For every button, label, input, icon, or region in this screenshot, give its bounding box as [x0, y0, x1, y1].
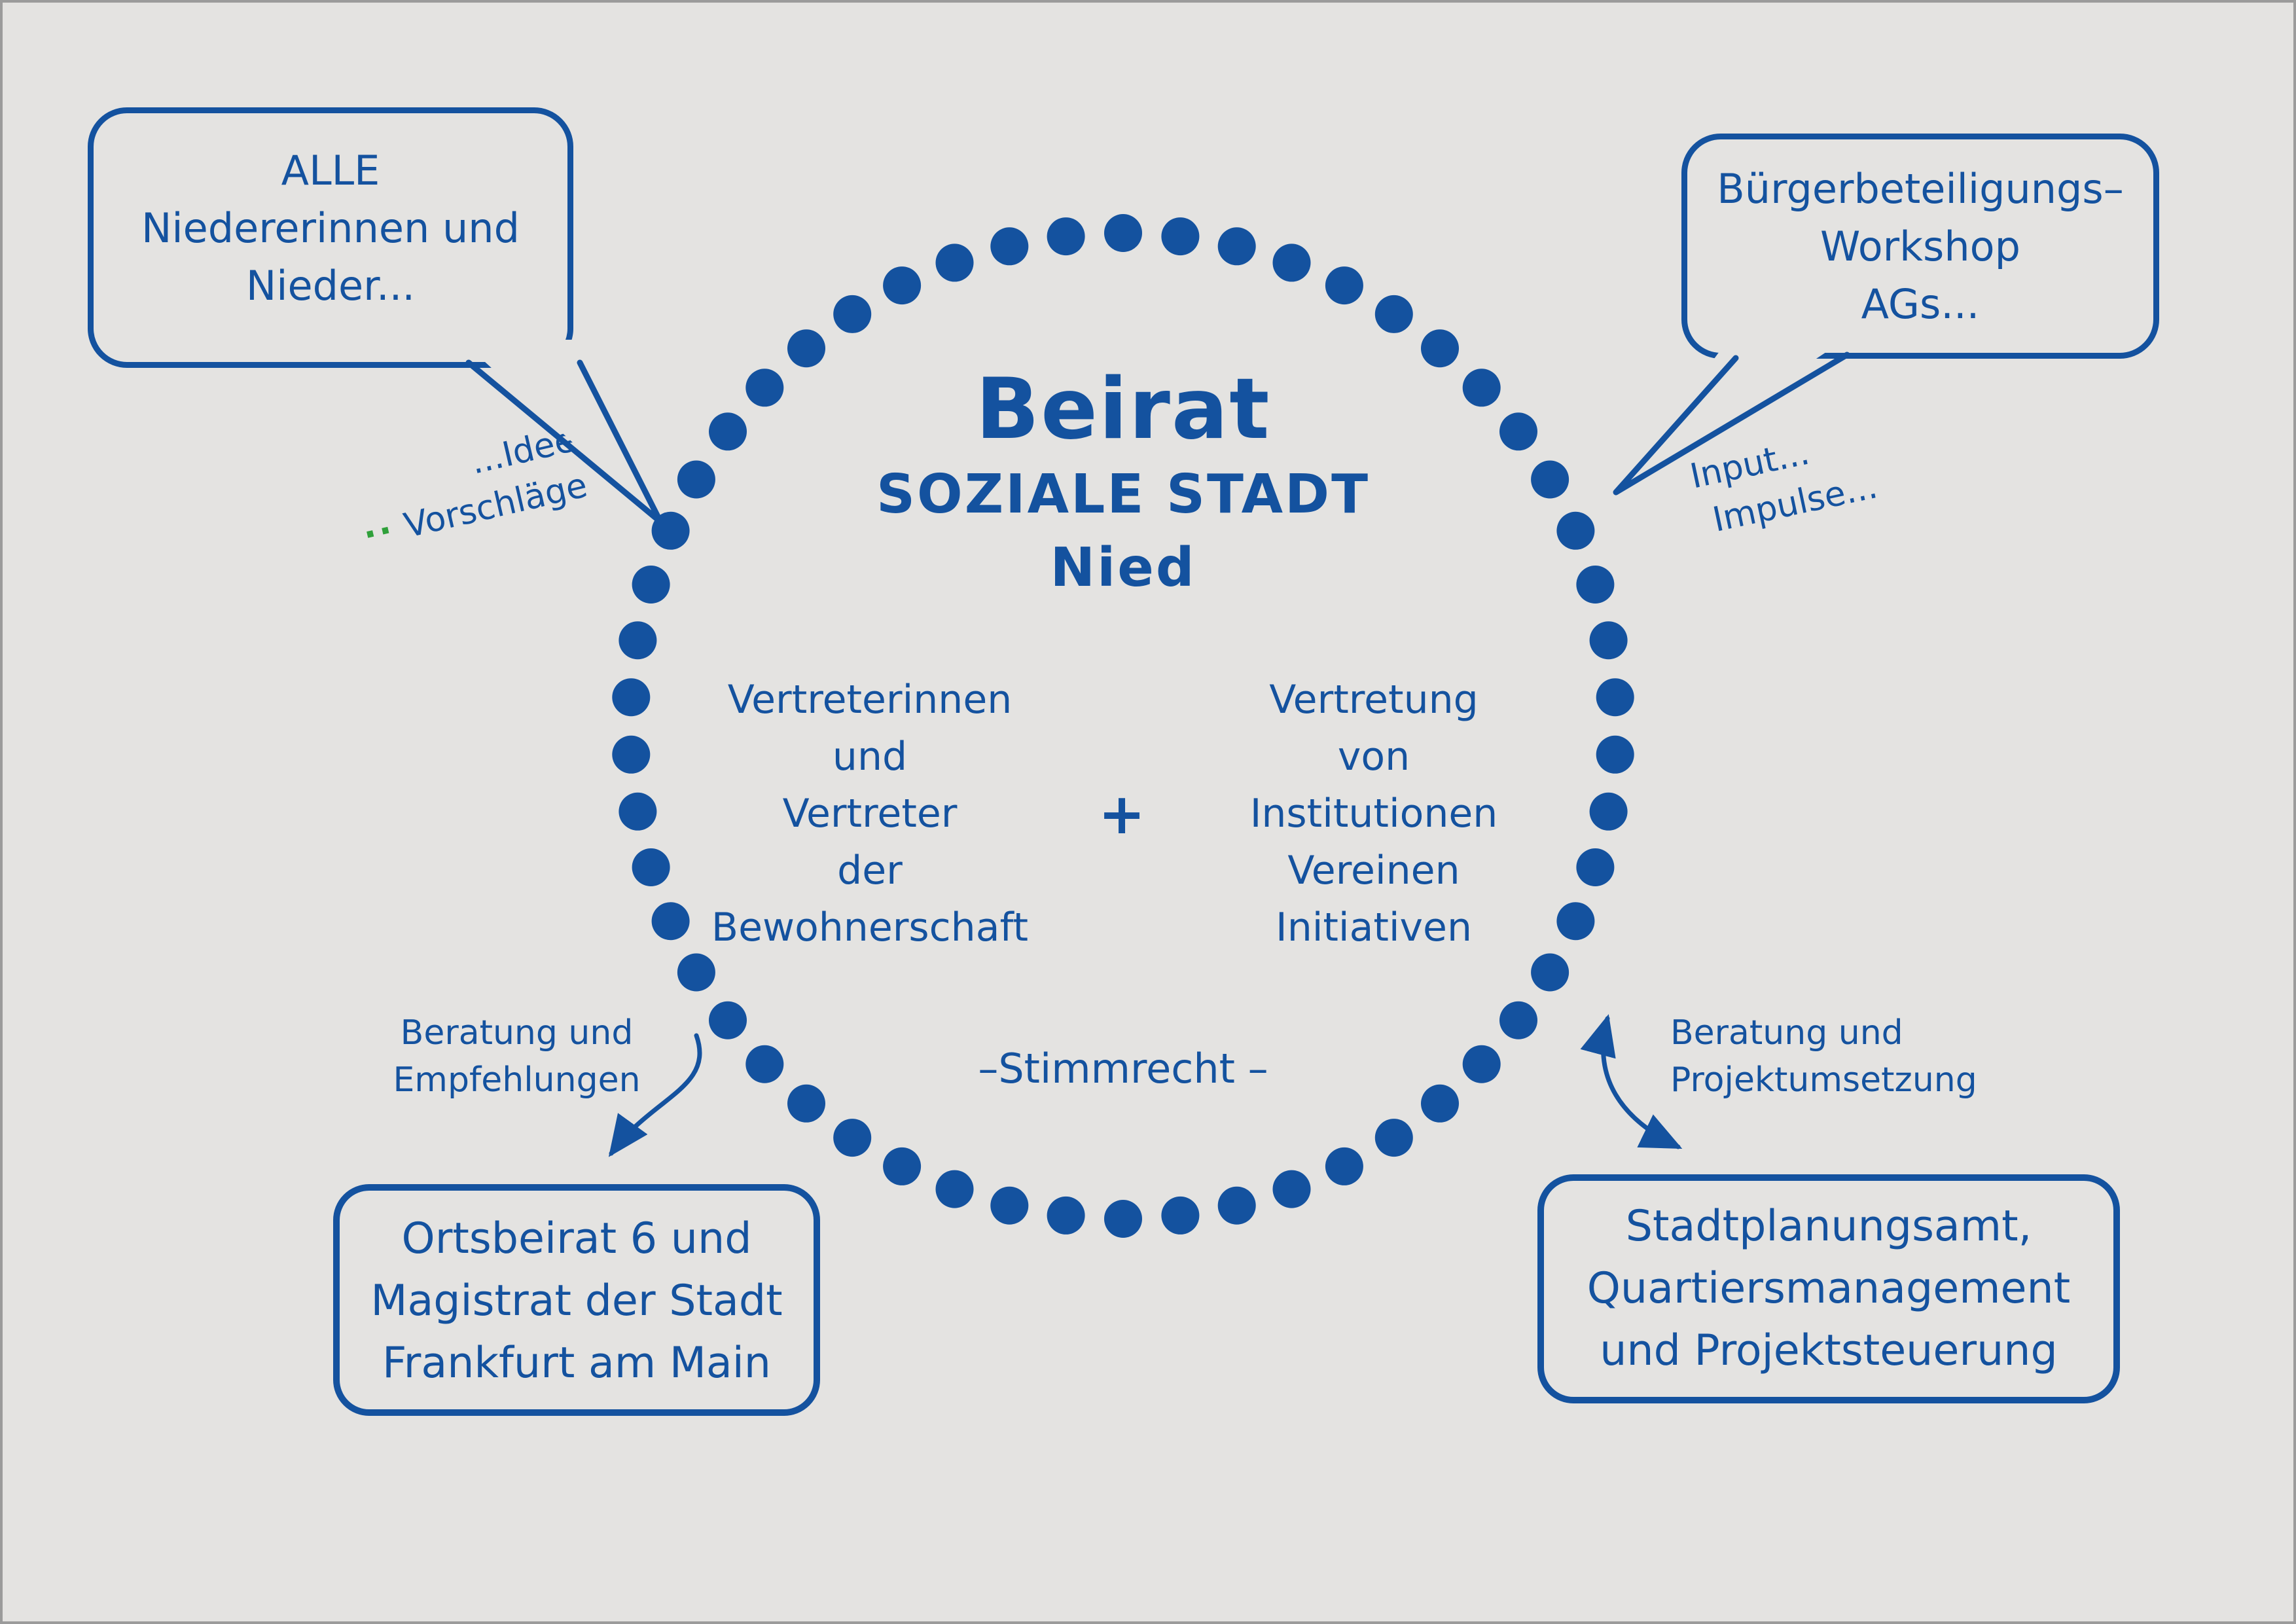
- box-ortsbeirat-line-3: Frankfurt am Main: [382, 1339, 771, 1388]
- subtitle-nied: Nied: [1050, 537, 1196, 599]
- bubble-residents-line-2: Niedererinnen und: [141, 204, 520, 252]
- plus-sign: +: [1098, 781, 1146, 847]
- column-institutions-line: Initiativen: [1276, 905, 1472, 950]
- circle-dot: [1589, 621, 1628, 660]
- column-institutions-line: Vereinen: [1287, 848, 1460, 893]
- bubble-workshops-line-1: Bürgerbeteiligungs–: [1717, 165, 2124, 213]
- subtitle-soziale-stadt: SOZIALE STADT: [876, 463, 1371, 526]
- column-residents-line: und: [832, 734, 908, 780]
- column-institutions-line: Vertretung: [1269, 677, 1479, 723]
- circle-dot: [935, 1170, 974, 1208]
- circle-dot: [619, 792, 657, 831]
- circle-dot: [1104, 1200, 1142, 1238]
- circle-dot: [1531, 953, 1570, 992]
- annotation-ideen-vorschlaege: ...Ideen ·· Vorschläge: [348, 412, 612, 560]
- circle-dot: [1217, 227, 1256, 266]
- annotation-beratung-empfehlungen: Beratung und Empfehlungen: [381, 1009, 653, 1104]
- circle-dot: [612, 735, 651, 774]
- column-institutions-line: von: [1337, 734, 1410, 780]
- circle-dot: [619, 621, 657, 660]
- circle-dot: [990, 227, 1029, 266]
- circle-dot: [1576, 566, 1615, 604]
- circle-dot: [1325, 266, 1363, 305]
- circle-dot: [1104, 214, 1142, 252]
- page-title: Beirat: [975, 361, 1271, 458]
- column-institutions: Vertretung von Institutionen Vereinen In…: [1168, 672, 1580, 956]
- circle-dot: [1499, 1001, 1537, 1039]
- annotation-input-impulse: Input... Impulse...: [1686, 417, 1882, 547]
- box-stadtplanungsamt-line-2: Quartiersmanagement: [1587, 1264, 2071, 1313]
- column-institutions-line: Institutionen: [1249, 791, 1498, 837]
- circle-dot: [990, 1186, 1029, 1225]
- annotation-beratung-l-line: Empfehlungen: [393, 1060, 641, 1100]
- column-residents-line: der: [837, 848, 903, 893]
- circle-dot: [1374, 295, 1413, 333]
- membership-columns: Vertreterinnen und Vertreter der Bewohne…: [664, 672, 1580, 956]
- circle-dot: [1374, 1119, 1413, 1157]
- speech-bubble-residents: ALLE Niedererinnen und Nieder...: [88, 107, 573, 368]
- circle-dot: [677, 953, 715, 992]
- box-stadtplanungsamt-line-1: Stadtplanungsamt,: [1625, 1202, 2032, 1251]
- circle-dot: [709, 1001, 747, 1039]
- speech-bubble-workshops: Bürgerbeteiligungs– Workshop AGs...: [1681, 134, 2159, 359]
- circle-dot: [677, 460, 715, 499]
- circle-dot: [632, 566, 670, 604]
- circle-heading: Beirat SOZIALE STADT Nied: [730, 361, 1516, 605]
- circle-dot: [1596, 678, 1634, 717]
- box-ortsbeirat-line-2: Magistrat der Stadt: [370, 1276, 783, 1326]
- circle-dot: [883, 266, 922, 305]
- box-stadtplanungsamt: Stadtplanungsamt, Quartiersmanagement un…: [1537, 1174, 2120, 1403]
- circle-dot: [1589, 792, 1628, 831]
- circle-dot: [1047, 217, 1085, 256]
- circle-dot: [1272, 244, 1311, 282]
- column-residents-line: Vertreterinnen: [727, 677, 1013, 723]
- voting-note: –Stimmrecht –: [978, 1045, 1268, 1092]
- column-residents: Vertreterinnen und Vertreter der Bewohne…: [664, 672, 1076, 956]
- annotation-beratung-r-line: Projektumsetzung: [1670, 1060, 1977, 1100]
- box-stadtplanungsamt-line-3: und Projektsteuerung: [1600, 1326, 2058, 1375]
- circle-dot: [1161, 217, 1200, 256]
- circle-dot: [833, 295, 872, 333]
- column-residents-line: Vertreter: [782, 791, 958, 837]
- annotation-beratung-l-line: Beratung und: [400, 1013, 634, 1053]
- circle-dot: [1596, 735, 1634, 774]
- circle-dot: [1161, 1196, 1200, 1235]
- bubble-workshops-line-3: AGs...: [1861, 280, 1980, 328]
- bubble-residents-line-1: ALLE: [281, 147, 380, 194]
- circle-dot: [612, 678, 651, 717]
- column-residents-line: Bewohnerschaft: [711, 905, 1029, 950]
- circle-dot: [1047, 1196, 1085, 1235]
- bubble-workshops-line-2: Workshop: [1820, 223, 2020, 270]
- circle-dot: [1531, 460, 1570, 499]
- annotation-beratung-projektumsetzung: Beratung und Projektumsetzung: [1670, 1009, 2050, 1104]
- green-dots: ··: [359, 510, 399, 556]
- annotation-beratung-r-line: Beratung und: [1670, 1013, 1903, 1053]
- circle-dot: [833, 1119, 872, 1157]
- circle-dot: [1272, 1170, 1311, 1208]
- circle-dot: [651, 511, 690, 550]
- circle-dot: [935, 244, 974, 282]
- circle-dot: [1217, 1186, 1256, 1225]
- circle-dot: [1325, 1147, 1363, 1185]
- box-ortsbeirat: Ortsbeirat 6 und Magistrat der Stadt Fra…: [333, 1184, 820, 1416]
- box-ortsbeirat-line-1: Ortsbeirat 6 und: [401, 1214, 752, 1263]
- circle-dot: [883, 1147, 922, 1185]
- double-arrow-stadtplanungsamt: [1580, 1014, 1683, 1149]
- circle-dot: [1556, 511, 1595, 550]
- bubble-residents-line-3: Nieder...: [245, 262, 416, 310]
- circle-dot: [1576, 848, 1615, 886]
